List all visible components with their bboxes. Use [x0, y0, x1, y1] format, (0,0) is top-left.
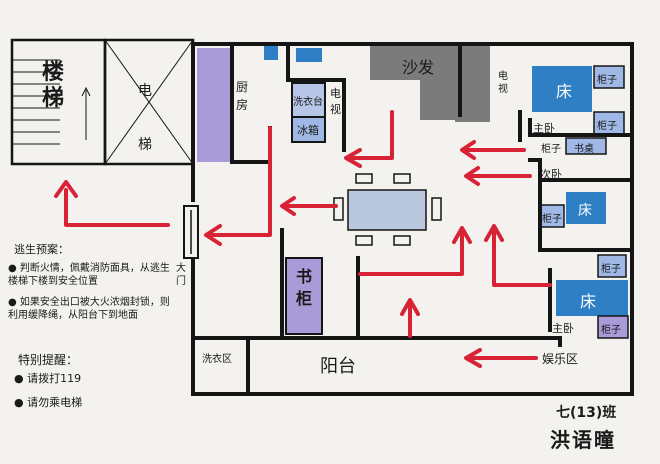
fridge-unit	[291, 116, 326, 143]
kitchen-label: 厨房	[236, 80, 249, 112]
desk-unit	[565, 137, 607, 155]
escape-plan-item-2-text: 如果安全出口被大火浓烟封锁，则利用缓降绳，从阳台下到地面	[8, 297, 170, 321]
kitchen-cabinet-top	[264, 46, 278, 60]
fridge-label: 冰箱	[297, 124, 319, 137]
reminder-item-1: ● 请拨打119	[14, 372, 81, 385]
dining-table	[333, 173, 442, 246]
cabinet-mid-1-label: 柜子	[542, 214, 562, 225]
cabinet-desk-label: 柜子	[541, 144, 561, 155]
laundry-label: 洗衣区	[202, 354, 232, 365]
bullet-1: ●	[8, 263, 20, 274]
tv-side-label: 电视	[498, 71, 508, 95]
sofa-label: 沙发	[402, 58, 435, 77]
main-door-label: 大门	[176, 263, 186, 287]
cabinet-bottom-label: 柜子	[601, 325, 621, 336]
cabinet-top-1	[593, 65, 625, 89]
washer-unit	[291, 82, 326, 118]
sofa-seat	[455, 78, 490, 122]
tv-label: 电视	[330, 87, 341, 116]
second-bedroom-label: 次卧	[540, 168, 562, 181]
cabinet-top-1-label: 柜子	[597, 75, 617, 86]
desk-label: 书桌	[574, 144, 594, 155]
kitchen-floor	[197, 48, 231, 162]
bullet-2: ●	[8, 297, 20, 308]
escape-arrows	[54, 110, 552, 368]
cabinet-top-2-label: 柜子	[597, 121, 617, 132]
master-bedroom-bottom-label: 主卧	[552, 322, 574, 335]
class-label: 七(13)班	[556, 405, 617, 421]
reminder-item-2-text: 请勿乘电梯	[27, 396, 83, 409]
bookcase-unit	[285, 257, 323, 335]
author-name: 洪语曈	[550, 428, 616, 452]
entertainment-label: 娱乐区	[542, 352, 579, 366]
master-bed-bottom	[556, 280, 628, 316]
cabinet-mid-2-label: 柜子	[601, 264, 621, 275]
master-bed-top	[532, 66, 592, 112]
stairs-label: 楼梯	[42, 60, 65, 111]
walls	[191, 42, 634, 396]
reminder-item-1-text: 请拨打119	[27, 372, 82, 385]
master-bed-top-label: 床	[556, 82, 573, 101]
reminder-bullet-1: ●	[14, 372, 28, 385]
reminder-title: 特别提醒：	[18, 353, 79, 367]
second-bed-label: 床	[578, 203, 592, 219]
second-bed	[566, 192, 606, 224]
elevator-label: 电梯	[138, 83, 152, 153]
escape-plan-title: 逃生预案：	[14, 243, 69, 256]
kitchen-shelf	[296, 48, 322, 62]
bookcase-label: 书柜	[296, 267, 313, 308]
reminder-bullet-2: ●	[14, 396, 28, 409]
reminder-item-2: ● 请勿乘电梯	[14, 396, 82, 409]
master-bedroom-top-label: 主卧	[533, 122, 555, 135]
balcony-label: 阳台	[320, 356, 356, 377]
escape-plan-item-1-text: 判断火情，佩戴消防面具，从逃生楼梯下楼到安全位置	[8, 263, 170, 287]
cabinet-bottom	[597, 315, 629, 339]
escape-plan-item-2: ● 如果安全出口被大火浓烟封锁，则利用缓降绳，从阳台下到地面	[8, 296, 176, 322]
cabinet-mid-2	[597, 254, 627, 278]
escape-plan-item-1: ● 判断火情，佩戴消防面具，从逃生楼梯下楼到安全位置	[8, 262, 176, 288]
master-bed-bottom-label: 床	[580, 292, 597, 311]
washer-label: 洗衣台	[293, 97, 323, 108]
